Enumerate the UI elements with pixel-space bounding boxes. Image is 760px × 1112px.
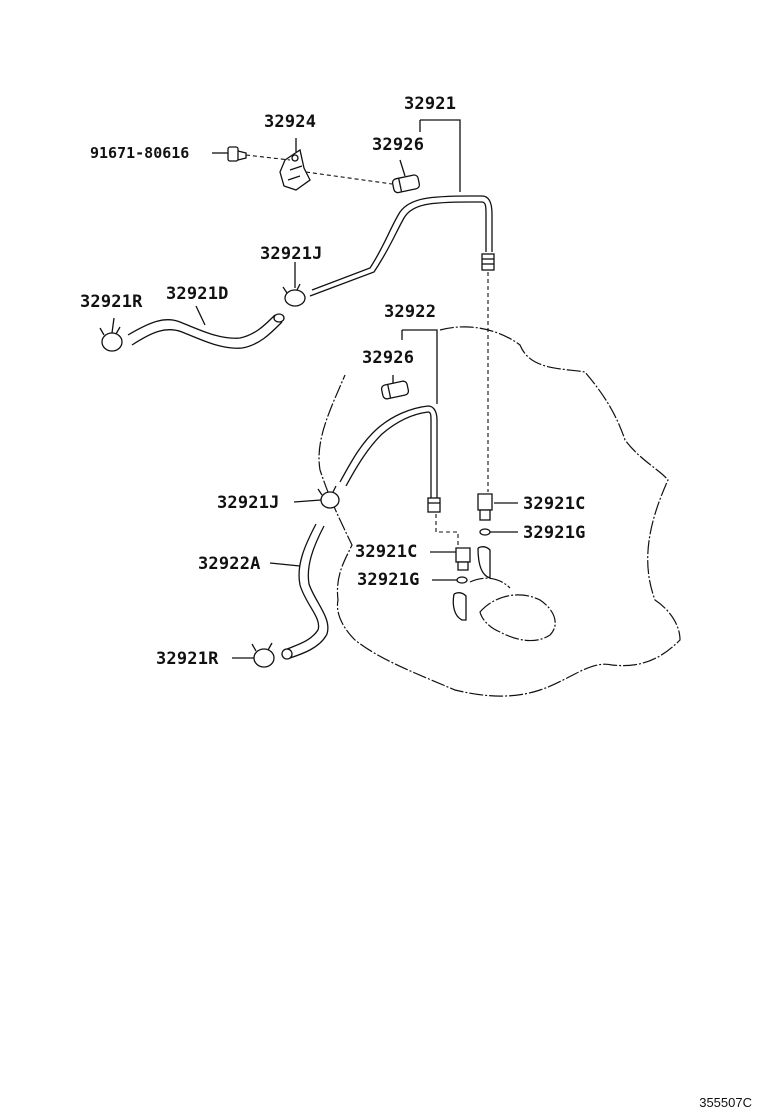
sleeve-32926-upper <box>391 174 421 194</box>
breather-pipe-32922 <box>339 405 438 498</box>
o-ring-32921G-middle <box>456 576 468 584</box>
label-32921D: 32921D <box>166 284 229 304</box>
sleeve-32926-middle <box>380 380 410 400</box>
bracket-32924 <box>279 148 311 191</box>
transmission-case-outline <box>318 326 681 697</box>
hose-32922A <box>284 523 320 651</box>
label-32922: 32922 <box>384 302 436 322</box>
label-32921: 32921 <box>404 94 456 114</box>
case-port-right <box>477 546 491 579</box>
figure-number: 355507C <box>699 1095 752 1110</box>
label-32921G-right: 32921G <box>523 523 586 543</box>
label-32921C-middle: 32921C <box>355 542 418 562</box>
label-32926-upper: 32926 <box>372 135 424 155</box>
case-inner-outline <box>469 577 511 589</box>
hose-32921D <box>127 314 276 339</box>
hose-clamp-32921J-upper <box>282 283 306 307</box>
label-32921R-upper: 32921R <box>80 292 143 312</box>
label-91671-80616: 91671-80616 <box>90 144 189 162</box>
label-32921C-right: 32921C <box>523 494 586 514</box>
case-port-middle <box>452 592 467 621</box>
label-32922A: 32922A <box>198 554 261 574</box>
breather-pipe-32921-outer <box>309 201 487 297</box>
label-32921G-middle: 32921G <box>357 570 420 590</box>
hose-clamp-32921R-upper <box>99 326 123 352</box>
pipe-end-fitting-middle <box>427 497 441 513</box>
label-32924: 32924 <box>264 112 316 132</box>
union-fitting-32921C-middle <box>455 547 471 571</box>
o-ring-32921G-right <box>479 528 491 536</box>
bolt-91671-80616 <box>227 146 247 162</box>
bellhousing-inner-outline <box>479 594 556 642</box>
label-32921J-upper: 32921J <box>260 244 323 264</box>
pipe-end-fitting-upper <box>481 253 495 271</box>
hose-clamp-32921J-middle <box>317 485 340 509</box>
union-fitting-32921C-right <box>477 493 493 521</box>
breather-pipe-32921 <box>311 195 493 291</box>
label-32921R-lower: 32921R <box>156 649 219 669</box>
label-32921J-middle: 32921J <box>217 493 280 513</box>
label-32926-middle: 32926 <box>362 348 414 368</box>
hose-clamp-32921R-lower <box>251 642 275 668</box>
